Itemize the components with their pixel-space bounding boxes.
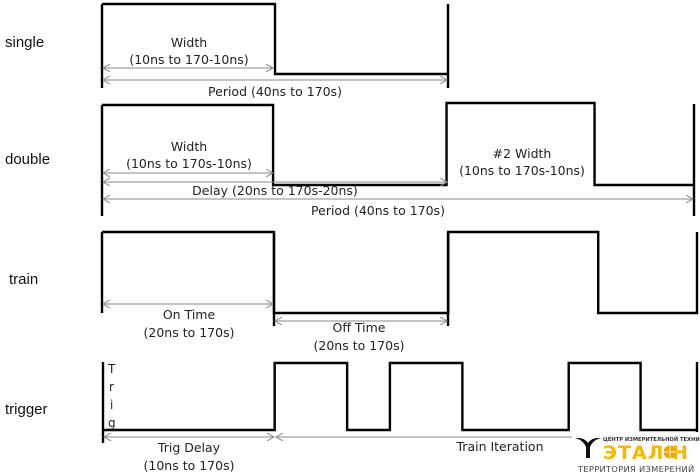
row-double: double Width (10ns to 170s-10ns) Delay (… [5,101,696,218]
waveform-train [102,230,699,315]
waveform-trigger [103,361,697,432]
trig-letter-i: i [110,398,113,412]
waveform-single [102,2,448,76]
width2-title-double: #2 Width [493,146,552,161]
off-time-range-train: (20ns to 170s) [314,338,405,353]
row-label-train: train [9,271,38,288]
trig-letter-t: T [107,362,116,376]
width-range-double: (10ns to 170s-10ns) [126,156,252,171]
row-label-single: single [5,34,44,51]
trig-letter-g: g [108,416,116,430]
off-time-title-train: Off Time [332,320,385,335]
row-single: single Width (10ns to 170-10ns) Period (… [5,2,450,99]
logo-emblem-icon [575,437,601,458]
row-label-trigger: trigger [5,401,48,418]
width2-range-double: (10ns to 170s-10ns) [459,163,585,178]
trig-delay-title: Trig Delay [157,440,221,455]
width-range-single: (10ns to 170-10ns) [129,52,248,67]
train-iteration-label: Train Iteration [456,439,544,454]
width-title-single: Width [171,35,207,50]
on-time-range-train: (20ns to 170s) [144,325,235,340]
logo-top-line: ЦЕНТР ИЗМЕРИТЕЛЬНОЙ ТЕХНИКИ [603,435,700,443]
trig-delay-range: (10ns to 170s) [144,458,235,473]
delay-label-double: Delay (20ns to 170s-20ns) [192,183,358,198]
waveform-double [102,101,694,187]
period-label-single: Period (40ns to 170s) [208,84,342,99]
period-label-double: Period (40ns to 170s) [311,203,445,218]
width-title-double: Width [171,139,207,154]
on-time-title-train: On Time [163,307,216,322]
logo-bottom-line: ТЕРРИТОРИЯ ИЗМЕРЕНИЙ [577,463,695,474]
row-trigger: trigger T r i g Trig Delay (10ns to 170s… [5,361,699,473]
trig-letter-r: r [109,380,114,394]
etalon-logo: ЦЕНТР ИЗМЕРИТЕЛЬНОЙ ТЕХНИКИ ЭТАЛ Н ТЕРРИ… [572,432,700,476]
row-train: train On Time (20ns to 170s) Off Time (2… [9,230,699,353]
row-label-double: double [5,151,50,168]
